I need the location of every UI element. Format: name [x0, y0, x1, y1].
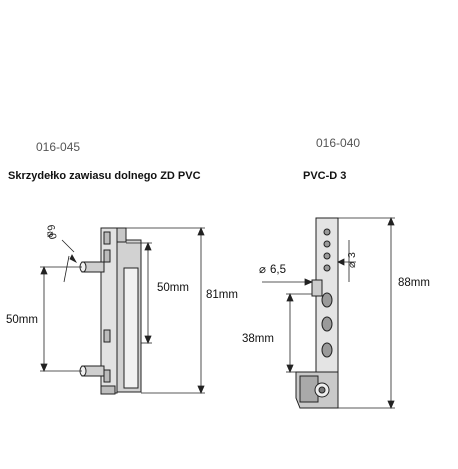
right-hole-diameter-symbol: ⌀	[346, 261, 358, 268]
left-diameter-value: 6,0	[44, 223, 59, 241]
left-dimension-lines	[40, 226, 205, 395]
right-hinge-part	[295, 217, 339, 409]
right-pin-diameter-value: 6,5	[270, 264, 286, 276]
right-pin-height-label: 38mm	[242, 333, 274, 345]
left-pin-spacing-label: 50mm	[6, 314, 38, 326]
left-part-title: Skrzydełko zawiasu dolnego ZD PVC	[8, 170, 201, 182]
left-inner-height-label: 50mm	[157, 282, 189, 294]
right-hole-diameter-value: 3	[346, 252, 358, 258]
right-pin-diameter-symbol: ⌀	[259, 264, 266, 276]
left-hinge-wing	[79, 227, 142, 395]
right-part-title: PVC-D 3	[303, 170, 347, 182]
right-part-code: 016-040	[316, 136, 361, 150]
left-diameter-symbol: ⌀	[47, 228, 54, 240]
left-part-code: 016-045	[36, 140, 81, 154]
left-total-height-label: 81mm	[206, 289, 238, 301]
right-total-height-label: 88mm	[398, 277, 430, 289]
right-dimension-lines	[262, 216, 395, 410]
